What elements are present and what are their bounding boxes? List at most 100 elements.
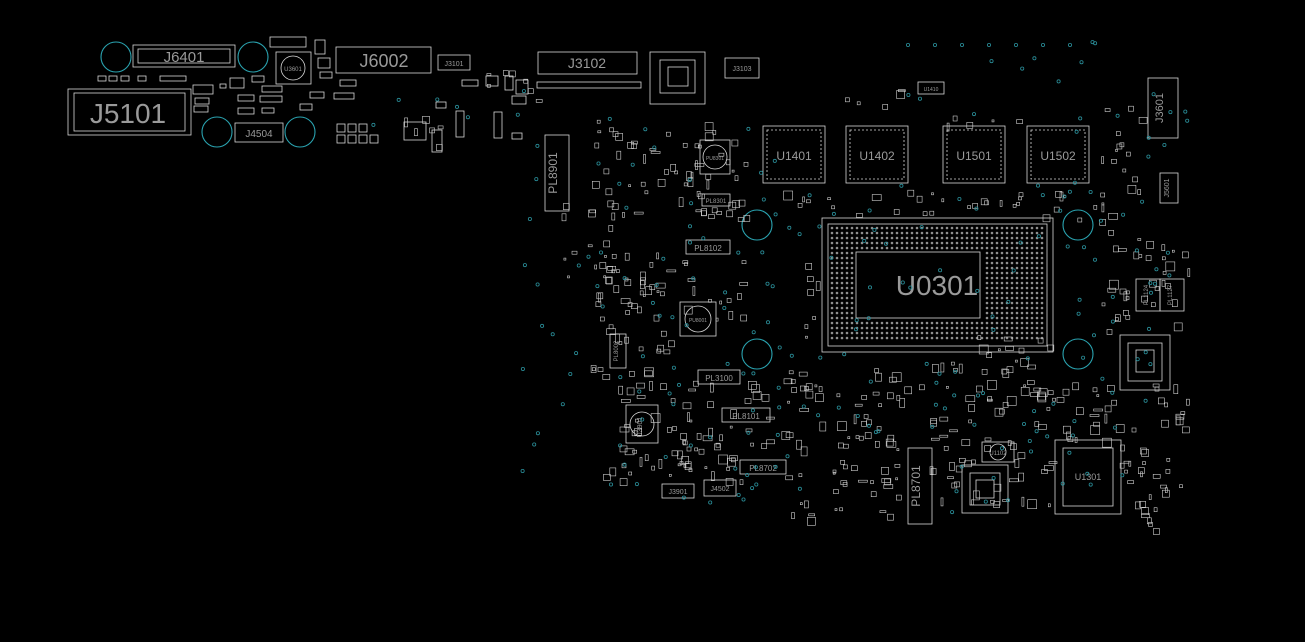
memory-u1502[interactable]: U1502 bbox=[1026, 125, 1090, 184]
chip-qfn-right[interactable] bbox=[1119, 334, 1171, 391]
connector-j6401[interactable]: J6401 bbox=[132, 44, 236, 68]
cpu-ball bbox=[900, 246, 904, 250]
test-point-via bbox=[1183, 109, 1188, 114]
test-point-via bbox=[630, 162, 635, 167]
chip-qfn-top[interactable] bbox=[649, 51, 706, 105]
cpu-ball bbox=[880, 241, 884, 245]
passive-pad bbox=[605, 276, 613, 285]
test-point-via bbox=[535, 143, 540, 148]
chip-u1410[interactable]: U1410 bbox=[917, 81, 945, 95]
chip-u1102[interactable]: U1102 bbox=[981, 441, 1015, 463]
inductor-pl8102[interactable]: PL8102 bbox=[685, 239, 731, 255]
chip-u3901[interactable]: U3901 bbox=[625, 404, 659, 444]
passive-pad bbox=[991, 119, 995, 123]
connector-j3901[interactable]: J3901 bbox=[661, 483, 695, 499]
passive-pad bbox=[999, 200, 1003, 207]
passive-pad bbox=[1140, 447, 1147, 455]
memory-u1501[interactable]: U1501 bbox=[942, 125, 1006, 184]
connector-j6002[interactable]: J6002 bbox=[335, 46, 432, 74]
cpu-ball bbox=[995, 316, 999, 320]
test-point-via bbox=[753, 465, 758, 470]
cpu-ball bbox=[910, 336, 914, 340]
passive-pad bbox=[806, 276, 814, 282]
chip-pu8301[interactable]: PU8301 bbox=[699, 139, 731, 175]
test-point-via bbox=[1006, 299, 1011, 304]
cpu-ball bbox=[920, 331, 924, 335]
connector-j3601[interactable]: J3601 bbox=[1147, 77, 1179, 139]
test-point-via bbox=[371, 122, 376, 127]
inductor-pl8101[interactable]: PL8101 bbox=[721, 407, 771, 423]
cpu-ball bbox=[1025, 266, 1029, 270]
test-point-via bbox=[622, 276, 627, 281]
cpu-ball bbox=[845, 296, 849, 300]
chip-pu8001[interactable]: PU8001 bbox=[679, 301, 717, 337]
cpu-ball bbox=[1015, 311, 1019, 315]
memory-u1401[interactable]: U1401 bbox=[762, 125, 826, 184]
passive-pad bbox=[1016, 119, 1023, 124]
cpu-ball bbox=[1015, 296, 1019, 300]
cpu-ball bbox=[915, 241, 919, 245]
connector-j4504[interactable]: J4504 bbox=[234, 122, 284, 143]
cpu-ball bbox=[835, 231, 839, 235]
passive-components bbox=[404, 70, 1191, 535]
passive-pad bbox=[1116, 131, 1121, 136]
test-point-via bbox=[983, 499, 988, 504]
cpu-ball bbox=[925, 236, 929, 240]
label-u1402: U1402 bbox=[859, 149, 895, 163]
passive-pad bbox=[644, 370, 653, 377]
cpu-ball bbox=[935, 331, 939, 335]
inductor-pl8301[interactable]: PL8301 bbox=[701, 193, 731, 207]
passive-pad bbox=[1186, 398, 1190, 406]
passive-pad bbox=[1141, 507, 1149, 516]
inductor-pl3100[interactable]: PL3100 bbox=[697, 369, 741, 385]
inductor-pl1127[interactable]: PL1127 bbox=[1159, 278, 1185, 312]
cpu-ball bbox=[1025, 281, 1029, 285]
cpu-ball bbox=[985, 321, 989, 325]
chip-u3601[interactable]: U3601 bbox=[275, 51, 312, 85]
passive-pad bbox=[1074, 437, 1078, 443]
passive-pad bbox=[972, 490, 980, 501]
chip-u1301[interactable]: U1301 bbox=[1054, 439, 1122, 515]
cpu-ball bbox=[1030, 256, 1034, 260]
cpu-ball bbox=[1000, 326, 1004, 330]
passive-pad bbox=[666, 269, 677, 273]
connector-j3102[interactable]: J3102 bbox=[536, 51, 642, 89]
mounting-hole bbox=[741, 209, 773, 241]
test-point-via bbox=[520, 468, 525, 473]
cpu-ball bbox=[1030, 331, 1034, 335]
inductor-pl8901[interactable]: PL8901 bbox=[544, 134, 570, 212]
passive-pad bbox=[1148, 522, 1153, 527]
cpu-ball bbox=[1015, 316, 1019, 320]
connector-j4502[interactable]: J4502 bbox=[703, 479, 737, 497]
connector-j3101[interactable]: J3101 bbox=[437, 54, 471, 71]
test-point-via bbox=[1167, 273, 1172, 278]
cpu-ball bbox=[1010, 226, 1014, 230]
passive-pad bbox=[747, 380, 757, 390]
passive-pad bbox=[955, 465, 963, 473]
connector-j5101[interactable]: J5101 bbox=[67, 88, 192, 136]
passive-pad bbox=[1101, 302, 1106, 307]
cpu-ball bbox=[830, 241, 834, 245]
passive-pad bbox=[695, 160, 698, 170]
cpu-ball bbox=[1005, 311, 1009, 315]
cpu-ball bbox=[910, 236, 914, 240]
cpu-ball bbox=[900, 226, 904, 230]
passive-pad bbox=[1106, 329, 1113, 335]
memory-u1402[interactable]: U1402 bbox=[845, 125, 909, 184]
connector-j3103[interactable]: J3103 bbox=[724, 57, 760, 79]
connector-j5601[interactable]: J5601 bbox=[1159, 172, 1179, 204]
inductor-pl8701[interactable]: PL8701 bbox=[907, 447, 933, 525]
cpu-ball bbox=[985, 281, 989, 285]
test-point-via bbox=[652, 145, 657, 150]
cpu-u0301[interactable]: U0301 bbox=[821, 217, 1054, 353]
chip-pl8002[interactable]: PL8002 bbox=[609, 333, 627, 369]
inductor-pl8702[interactable]: PL8702 bbox=[739, 459, 787, 475]
passive-pad bbox=[1066, 431, 1071, 440]
cpu-ball bbox=[840, 326, 844, 330]
passive-pad bbox=[1116, 143, 1123, 150]
cpu-ball bbox=[840, 301, 844, 305]
chip-qfn-lower[interactable] bbox=[961, 464, 1009, 514]
passive-pad bbox=[486, 73, 492, 76]
passive-pad bbox=[750, 442, 754, 447]
cpu-ball bbox=[960, 321, 964, 325]
